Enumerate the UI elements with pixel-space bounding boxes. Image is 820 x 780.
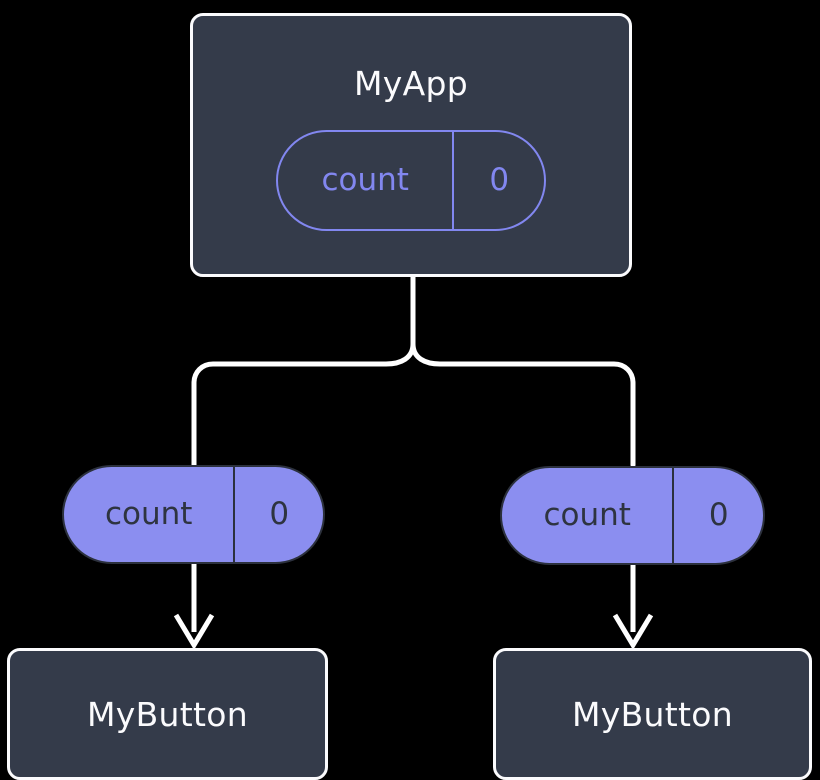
component-title-myapp: MyApp	[354, 64, 468, 103]
component-node-mybutton-left[interactable]: MyButton	[7, 648, 328, 780]
state-pill-key: count	[104, 496, 193, 532]
state-pill-myapp[interactable]: count 0	[276, 130, 546, 231]
component-title-mybutton: MyButton	[87, 694, 248, 734]
connector-branch-left	[191, 341, 416, 468]
state-pill-value: 0	[672, 468, 763, 563]
component-node-myapp[interactable]: MyApp	[190, 13, 632, 277]
component-title-mybutton: MyButton	[572, 694, 733, 734]
state-pill-value: 0	[452, 132, 544, 229]
connector-branch-trunk	[410, 274, 636, 468]
component-node-mybutton-right[interactable]: MyButton	[493, 648, 812, 780]
state-pill-child-left[interactable]: count 0	[62, 465, 325, 564]
state-pill-key: count	[543, 497, 631, 533]
connector-arrow-left-head	[173, 613, 215, 650]
connector-arrow-right-head	[612, 613, 654, 650]
state-pill-child-right[interactable]: count 0	[500, 466, 765, 565]
state-pill-key: count	[321, 162, 409, 198]
state-pill-value: 0	[233, 467, 323, 562]
